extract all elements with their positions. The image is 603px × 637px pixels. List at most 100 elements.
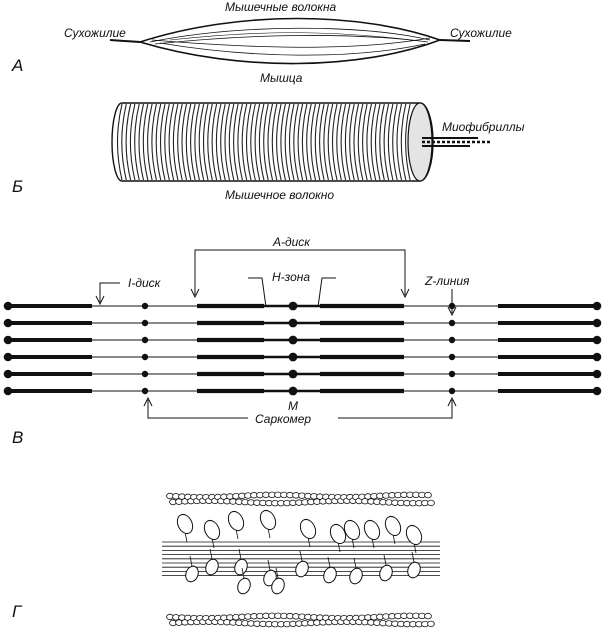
striation-line — [366, 103, 372, 181]
striation-line — [160, 103, 166, 181]
panel-a-muscle: Мышечные волокна Сухожилие Сухожилие Мыш… — [11, 0, 512, 85]
striation-line — [387, 103, 394, 181]
actin-bead — [424, 612, 432, 620]
myosin-neck — [353, 557, 357, 569]
filament-end-dot — [592, 335, 602, 345]
m-line-label: M — [288, 399, 298, 413]
filament-end-dot — [592, 386, 602, 396]
striation-line — [147, 103, 153, 181]
myosin-head — [237, 577, 251, 595]
filament-end-dot — [3, 301, 13, 311]
panel-letter-a: А — [11, 56, 23, 75]
striation-line — [198, 103, 205, 181]
striation-line — [233, 103, 239, 181]
sarcomere-label: Саркомер — [255, 412, 311, 426]
striation-line — [207, 103, 213, 181]
filament-end-dot — [3, 335, 13, 345]
h-zone-bracket — [248, 277, 336, 308]
striation-line — [383, 103, 390, 181]
striation-line — [254, 103, 261, 181]
striation-line — [314, 103, 321, 181]
i-disc-label: I-диск — [128, 276, 162, 290]
striation-line — [319, 103, 325, 181]
striation-line — [344, 103, 351, 181]
a-disc-arrow-right — [400, 288, 410, 299]
myosin-neck — [241, 567, 245, 579]
panel-letter-b: Б — [12, 177, 23, 196]
z-line-dot — [141, 370, 149, 378]
myosin-neck — [189, 555, 193, 567]
striation-line — [323, 103, 329, 181]
m-line-dot — [288, 386, 298, 396]
z-line-dot — [141, 387, 149, 395]
filament-end-dot — [592, 301, 602, 311]
filament-end-dot — [3, 386, 13, 396]
striation-line — [362, 103, 368, 181]
actin-bead — [427, 620, 435, 628]
muscle-shape — [109, 17, 471, 65]
myosin-head — [384, 515, 402, 537]
myosin-head — [299, 518, 317, 540]
striation-line — [284, 103, 291, 181]
striation-line — [134, 103, 140, 181]
striation-line — [405, 103, 411, 181]
striation-line — [379, 103, 385, 181]
striation-line — [297, 103, 304, 181]
filament-end-dot — [592, 352, 602, 362]
a-disc-label: А-диск — [272, 235, 311, 249]
striation-line — [301, 103, 308, 181]
striation-line — [327, 103, 334, 181]
striation-line — [332, 103, 338, 181]
striation-line — [289, 103, 295, 181]
sarcomere-bracket — [147, 400, 453, 419]
myosin-filament — [162, 509, 440, 595]
striation-line — [181, 103, 188, 181]
filament-end-dot — [3, 369, 13, 379]
myosin-head — [295, 560, 309, 578]
actin-bead — [424, 491, 432, 499]
myosin-neck — [238, 548, 242, 560]
myosin-head — [176, 513, 194, 535]
myosin-head — [234, 558, 248, 576]
myosin-neck — [383, 554, 387, 566]
striation-line — [370, 103, 377, 181]
panel-letter-d: Г — [12, 602, 23, 621]
myosin-head — [379, 564, 393, 582]
a-disc-arrow-left — [190, 288, 200, 299]
panel-b-fiber: Миофибриллы Мышечное волокно Б — [12, 102, 525, 202]
myosin-neck — [327, 556, 331, 568]
z-line-dot — [141, 353, 149, 361]
myosin-neck — [267, 559, 271, 571]
striation-line — [185, 103, 192, 181]
sarcomere-filaments — [3, 301, 602, 396]
z-line-dot — [141, 302, 149, 310]
i-disc-arrow — [99, 282, 120, 302]
z-line-dot — [141, 319, 149, 327]
striation-line — [129, 103, 136, 181]
myofibrils-label: Миофибриллы — [442, 120, 525, 134]
z-line-label: Z-линия — [424, 274, 470, 288]
myofibrils-bundle — [422, 137, 492, 147]
actin-bead — [427, 499, 435, 507]
sarcomere-brackets — [95, 249, 457, 419]
striation-line — [400, 103, 407, 181]
myosin-head — [329, 523, 347, 545]
striation-line — [215, 103, 222, 181]
tendon-left-label: Сухожилие — [64, 26, 126, 40]
myosin-head — [185, 565, 199, 583]
striation-line — [349, 103, 355, 181]
z-line-dot — [448, 370, 456, 378]
striation-line — [280, 103, 286, 181]
striation-line — [293, 103, 299, 181]
myosin-head — [227, 510, 245, 532]
striation-line — [267, 103, 274, 181]
filament-end-dot — [592, 318, 602, 328]
myosin-neck — [411, 551, 415, 563]
striation-line — [155, 103, 162, 181]
striation-line — [142, 103, 149, 181]
striation-line — [168, 103, 175, 181]
striation-line — [336, 103, 342, 181]
striation-line — [117, 103, 123, 181]
z-line-dot — [448, 336, 456, 344]
